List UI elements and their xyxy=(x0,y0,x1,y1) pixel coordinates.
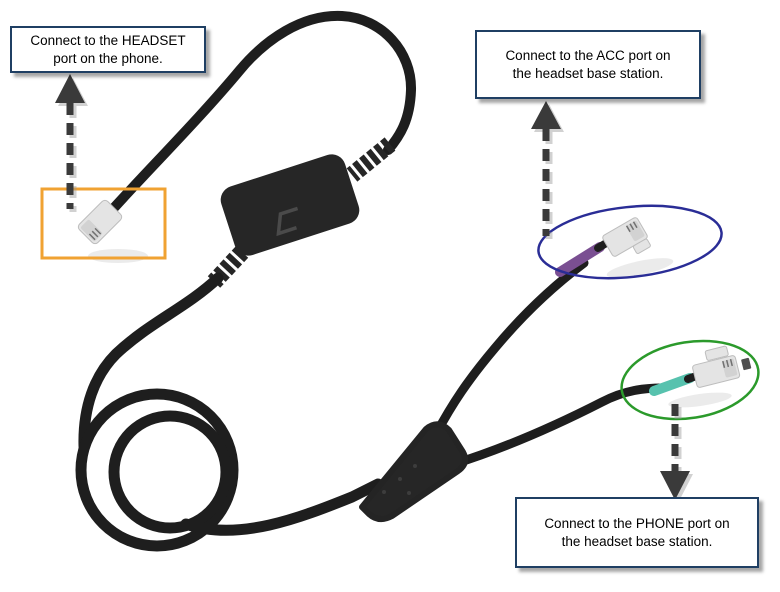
acc-branch-cable xyxy=(431,258,589,439)
y-splitter xyxy=(359,421,469,522)
callout-phone-line2: the headset base station. xyxy=(561,533,713,549)
adapter-bottom-strain-relief xyxy=(207,246,249,288)
callout-headset-line1: Connect to the HEADSET xyxy=(30,32,186,48)
coil-entry-cable xyxy=(78,272,224,452)
callout-acc-line1: Connect to the ACC port on xyxy=(505,47,671,63)
callout-phone-line1: Connect to the PHONE port on xyxy=(544,515,730,531)
adapter-top-strain-relief xyxy=(346,137,396,182)
headset-cable xyxy=(107,10,417,215)
callout-phone: Connect to the PHONE port on the headset… xyxy=(515,497,759,568)
sennheiser-logo-icon xyxy=(276,206,299,237)
phone-rj-connector xyxy=(692,345,752,388)
callout-acc-line2: the headset base station. xyxy=(512,65,664,81)
phone-highlight-ellipse xyxy=(620,339,760,421)
acc-highlight-ellipse xyxy=(537,204,723,280)
phone-connector-spring xyxy=(741,357,752,371)
splitter-mold-dots xyxy=(382,464,417,495)
phone-sleeve xyxy=(649,373,695,396)
acc-connector-latch xyxy=(632,238,651,254)
headset-highlight-box xyxy=(40,187,167,260)
headset-rj-connector xyxy=(77,199,123,245)
phone-branch-cable xyxy=(449,383,667,469)
callout-acc: Connect to the ACC port on the headset b… xyxy=(475,30,701,99)
acc-rj-connector xyxy=(602,217,651,257)
acc-arrow xyxy=(531,101,564,239)
cable-coil xyxy=(75,388,239,552)
acc-sleeve xyxy=(555,242,605,277)
splitter-entry-cable xyxy=(180,478,384,536)
headset-arrow xyxy=(55,74,88,212)
phone-connector-latch xyxy=(704,345,729,361)
adapter-box xyxy=(220,154,360,256)
phone-arrow xyxy=(660,404,693,503)
callout-headset: Connect to the HEADSET port on the phone… xyxy=(10,26,206,73)
callout-headset-line2: port on the phone. xyxy=(53,50,163,66)
